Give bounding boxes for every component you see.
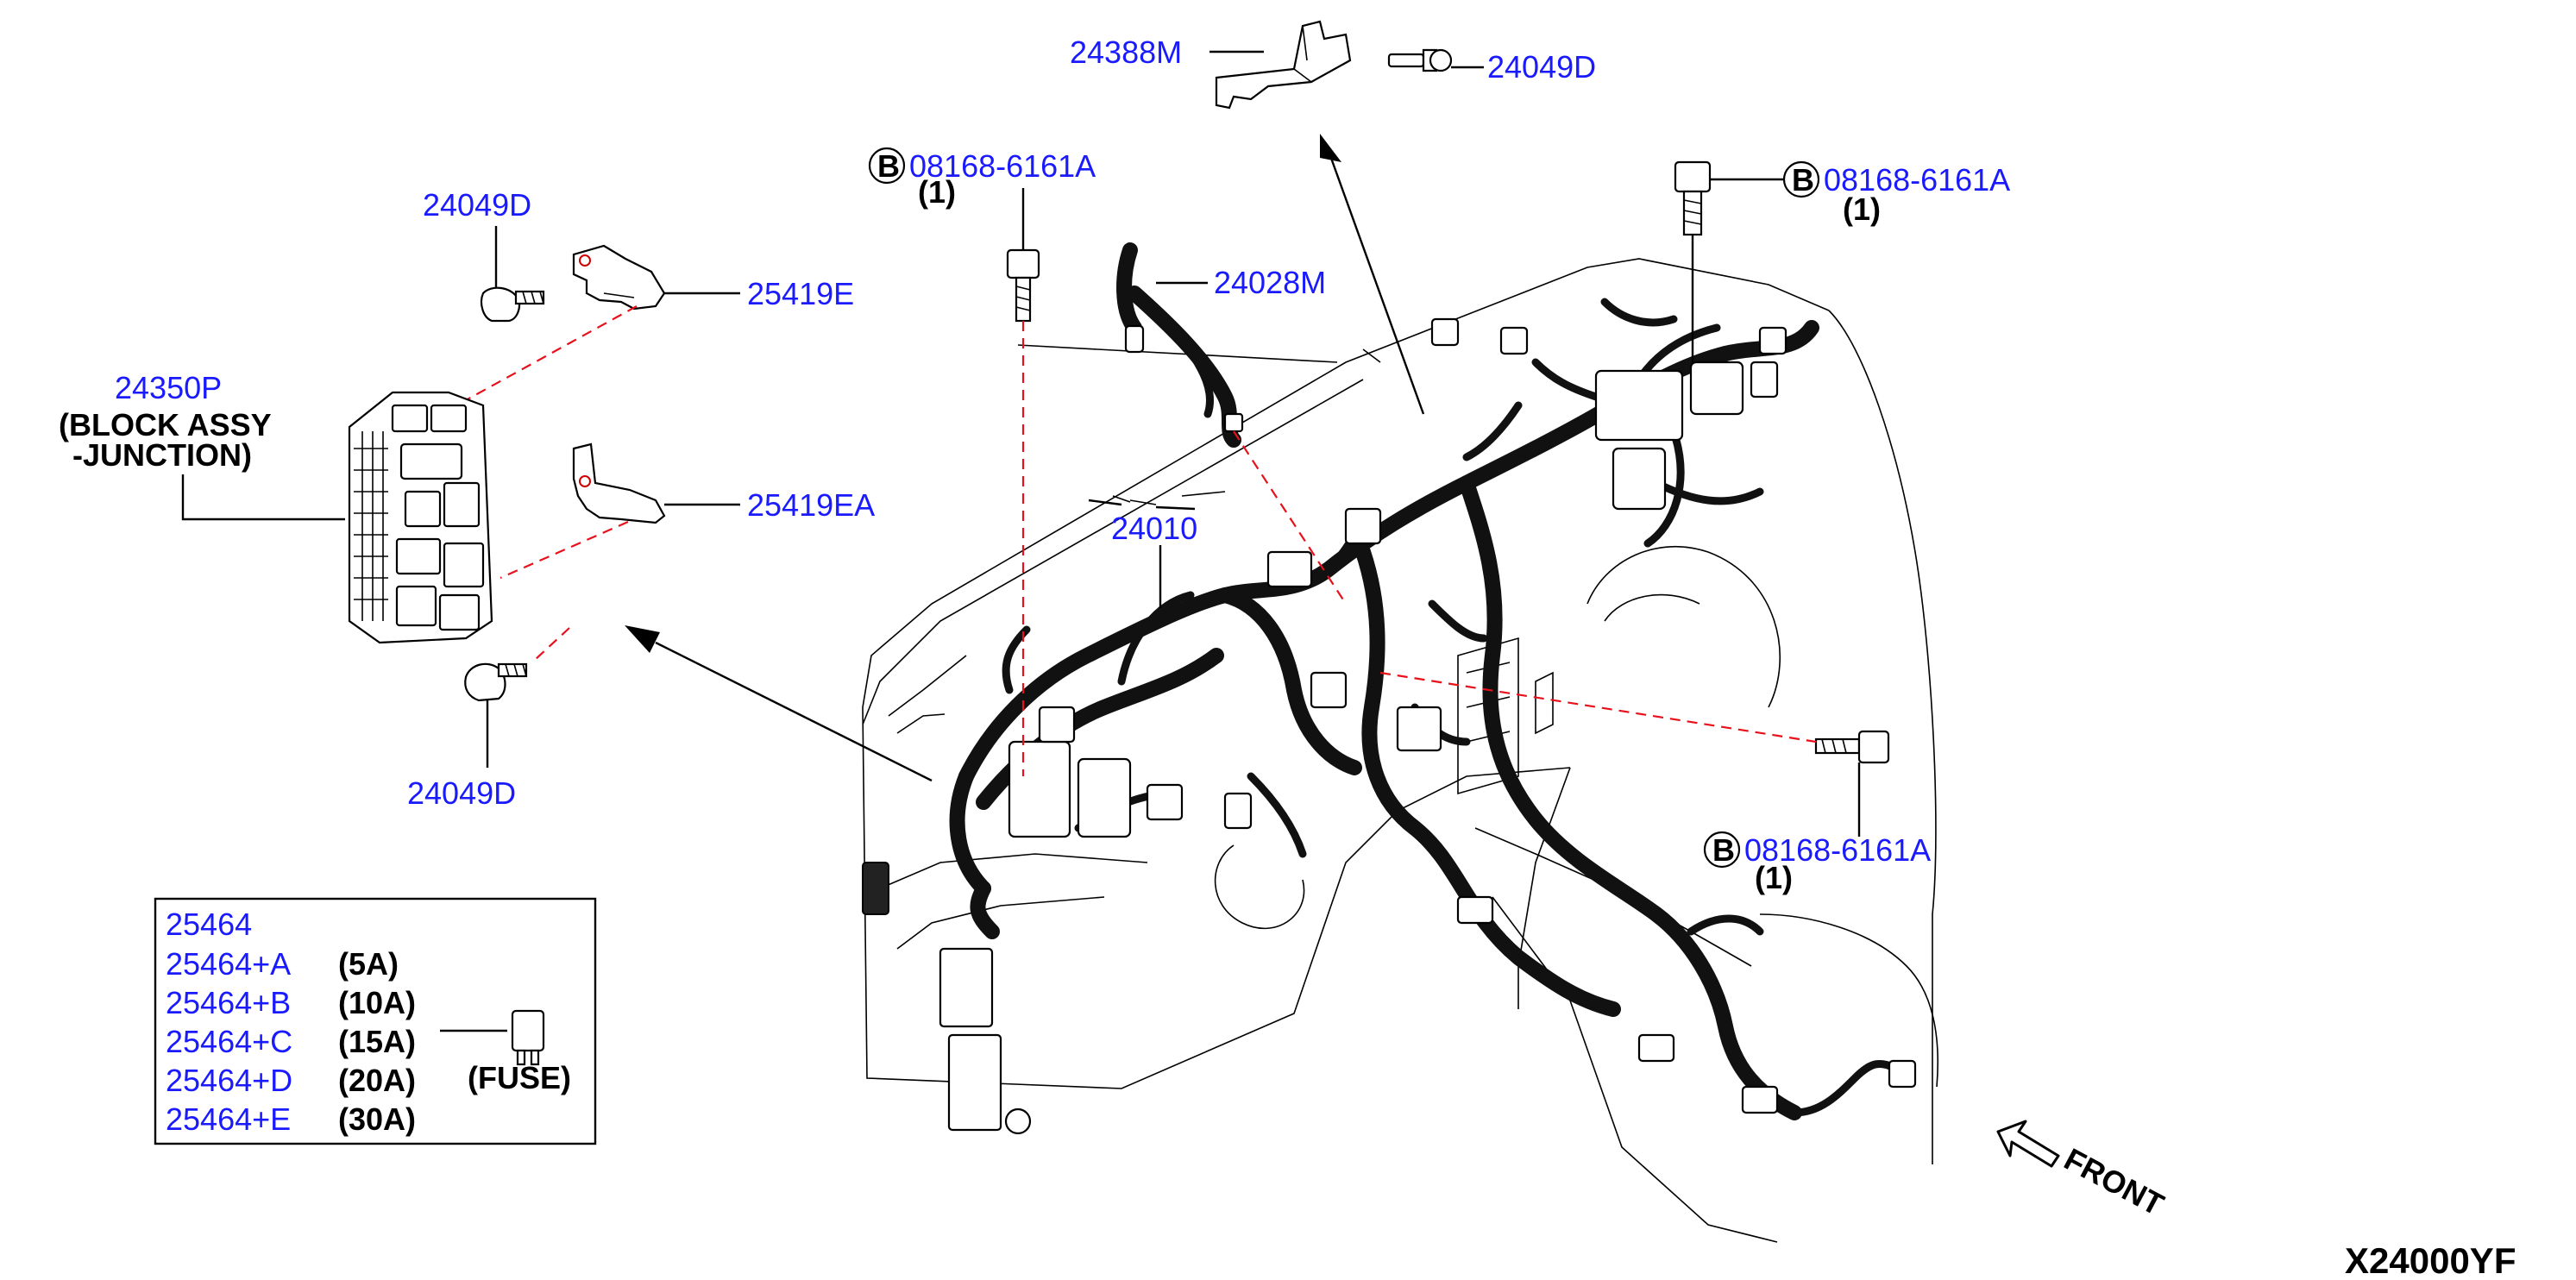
svg-text:B: B xyxy=(1712,832,1735,868)
callout-24049D-upper: 24049D xyxy=(423,187,531,223)
bracket-icon xyxy=(572,442,666,524)
fuse-row-rating: (30A) xyxy=(338,1101,416,1137)
callout-qty-2: (1) xyxy=(1843,191,1881,227)
junction-block-icon xyxy=(348,391,493,644)
fuse-row-pn: 25464+C xyxy=(166,1024,292,1059)
callout-24010: 24010 xyxy=(1111,511,1197,546)
callout-08168-6161A-1: 08168-6161A xyxy=(909,148,1096,184)
callout-24049D-top: 24049D xyxy=(1487,49,1596,85)
fuse-row-pn: 25464+B xyxy=(166,985,291,1020)
fuse-row-rating: (15A) xyxy=(338,1024,416,1059)
fuse-row-rating: (10A) xyxy=(338,985,416,1020)
harness-connectors xyxy=(862,317,1917,1135)
fuse-row-pn: 25464+E xyxy=(166,1101,291,1137)
callout-25419EA: 25419EA xyxy=(747,487,875,523)
callout-24350P: 24350P xyxy=(115,370,222,405)
harness-24028M xyxy=(1116,242,1244,448)
bolt-icon xyxy=(1006,248,1040,323)
b-bolt-callout-2: B 08168-6161A (1) xyxy=(1782,160,2010,227)
fuse-label: (FUSE) xyxy=(468,1060,571,1095)
junction-block-desc-line2: -JUNCTION) xyxy=(72,437,252,473)
bolt-icon xyxy=(1387,48,1453,72)
bracket-icon xyxy=(572,244,666,311)
screw-icon xyxy=(464,662,528,702)
bolt-icon xyxy=(1674,160,1712,236)
callout-24049D-lower: 24049D xyxy=(407,775,516,811)
fuse-row-pn: 25464+A xyxy=(166,946,291,982)
svg-text:B: B xyxy=(877,148,900,184)
b-bolt-callout-1: B 08168-6161A (1) xyxy=(868,147,1096,210)
junction-block-desc-line1: (BLOCK ASSY xyxy=(59,407,272,442)
front-arrow-icon xyxy=(1996,1120,2060,1168)
diagram-id: X24000YF xyxy=(2345,1240,2516,1280)
callout-24028M: 24028M xyxy=(1214,265,1326,300)
bolt-icon xyxy=(1814,730,1890,764)
b-bolt-callout-3: B 08168-6161A (1) xyxy=(1703,831,1931,895)
callout-qty-1: (1) xyxy=(918,174,956,210)
fuse-row-rating: (5A) xyxy=(338,946,399,982)
callout-24388M: 24388M xyxy=(1070,35,1182,70)
fuse-icon xyxy=(511,1009,545,1066)
front-label: FRONT xyxy=(2058,1141,2170,1222)
dashboard-outline xyxy=(862,258,1939,1243)
bracket-25419E xyxy=(572,244,666,311)
callout-08168-6161A-3: 08168-6161A xyxy=(1744,832,1931,868)
callout-25419E: 25419E xyxy=(747,276,854,311)
callout-08168-6161A-2: 08168-6161A xyxy=(1824,162,2010,198)
fuse-row-rating: (20A) xyxy=(338,1063,416,1098)
fuse-row-pn: 25464+D xyxy=(166,1063,292,1098)
fuse-row-pn: 25464 xyxy=(166,907,252,942)
bracket-25419EA xyxy=(572,442,666,524)
fuse-table: 25464 25464+A (5A) 25464+B (10A) 25464+C… xyxy=(154,897,597,1145)
bracket-24388M xyxy=(1215,20,1352,110)
svg-text:B: B xyxy=(1792,162,1814,198)
callout-qty-3: (1) xyxy=(1755,860,1793,895)
bracket-icon xyxy=(1215,20,1352,110)
screw-icon xyxy=(480,286,545,323)
